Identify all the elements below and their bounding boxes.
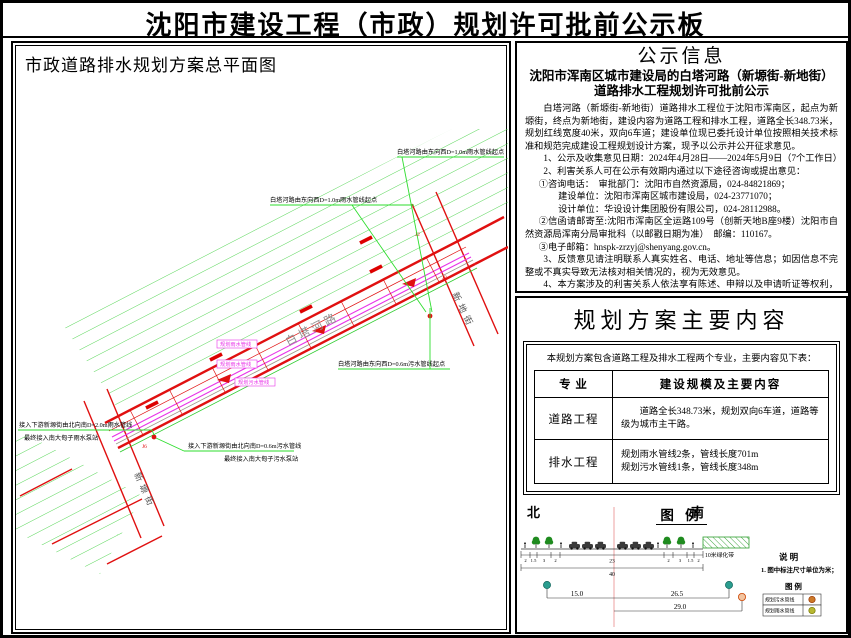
notice-paragraph: ③电子邮箱：hnspk-zrzyj@shenyang.gov.cn。 — [538, 241, 717, 252]
dimension-numbers-1: 2 1.5 3 2 23 2 3 1.5 2 — [524, 558, 700, 565]
sewage-marker — [737, 593, 746, 602]
callout-rain-out-2: 最终接入南大甸子雨水泵站 — [24, 434, 98, 442]
callout-sewage-start: 白塔河路由东向西D=0.6m污水管线起点 — [338, 360, 445, 368]
notice-paragraph: 1、公示及收集意见日期：2024年4月28日——2024年5月9日（7个工作日） — [543, 153, 842, 164]
plan-content-title: 规划方案主要内容 — [573, 308, 790, 333]
junction-label-j6: J6 — [142, 444, 147, 450]
plan-content-box: 规划方案主要内容 本规划方案包含道路工程及排水工程两个专业，主要内容见下表： 专… — [515, 296, 848, 634]
notice-paragraph: ①咨询电话： 审批部门：沈阳市自然资源局，024-84821869； — [538, 178, 790, 189]
notice-paragraph: ②信函请邮寄至:沈阳市浑南区全运路109号（创新天地B座9楼）沈阳市自然资源局浑… — [525, 216, 838, 239]
notice-subtitle-2: 道路排水工程规划许可批前公示 — [593, 84, 769, 98]
dimension-row-1 — [520, 551, 704, 558]
street-west — [19, 388, 165, 565]
callout-texts: 白塔河路由东向西D=1.0m雨水管线起点 白塔河路由东向西D=1.0m雨水管线起… — [19, 148, 504, 463]
junction-label-j2: J2 — [415, 232, 420, 238]
pipe-tag-sewage: 规划污水管线 — [238, 378, 269, 386]
red-dashes — [145, 235, 383, 410]
svg-text:1.5: 1.5 — [531, 558, 537, 563]
hatch-area-north — [64, 129, 508, 412]
dimension-row-3 — [546, 589, 743, 612]
road-ticks — [129, 256, 440, 436]
south-label: 南 — [691, 505, 704, 520]
legend-rain-dot — [808, 606, 816, 615]
legend-sewage-label: 规划污水管线 — [765, 597, 794, 604]
spec-col-specialty: 专 业 — [534, 370, 613, 398]
legend-sewage-dot — [808, 595, 816, 604]
spec-table-frame: 本规划方案包含道路工程及排水工程两个专业，主要内容见下表： 专 业 建设规模及主… — [523, 341, 840, 495]
mini-legend-table: 规划污水管线 规划雨水管线 — [762, 593, 822, 617]
svg-text:3: 3 — [679, 558, 682, 563]
callout-rain-north: 白塔河路由东向西D=1.0m雨水管线起点 — [397, 148, 504, 156]
dim-15: 15.0 — [571, 590, 584, 598]
dimension-row-2 — [520, 564, 704, 571]
spec-table: 专 业 建设规模及主要内容 道路工程 道路全长348.73米，规划双向6车道，道… — [534, 370, 829, 484]
legend-rain-label: 规划雨水管线 — [765, 608, 794, 615]
svg-text:1.5: 1.5 — [688, 558, 694, 563]
spec-col-content: 建设规模及主要内容 — [612, 370, 829, 398]
pipe-tag-rain2: 规划雨水管线 — [220, 360, 251, 368]
notice-paragraph: 2、利害关系人可在公示有效期内通过以下途径咨询或提出意见： — [543, 165, 806, 176]
notice-paragraph: 白塔河路（新塬街-新地街）道路排水工程位于沈阳市浑南区，起点为新塬街，终点为新地… — [525, 103, 838, 151]
row-road-label: 道路工程 — [534, 397, 613, 440]
road-cross-section: 北 南 10米绿化带 — [520, 505, 838, 627]
row-drainage-line: 规划污水管线1条，管线长度348m — [621, 462, 759, 473]
table-row: 排水工程 规划雨水管线2条，管线长度701m 规划污水管线1条，管线长度348m — [534, 439, 829, 484]
callout-sewage-out-2: 最终接入南大甸子污水泵站 — [224, 455, 298, 463]
svg-text:2: 2 — [667, 558, 670, 563]
callout-rain-out-1: 接入下游新塬街由北向南D=2.0m雨水管线 — [19, 421, 132, 429]
svg-text:23: 23 — [609, 559, 615, 565]
north-label: 北 — [527, 505, 540, 520]
row-road-content: 道路全长348.73米，规划双向6车道，道路等级为城市主干路。 — [612, 397, 829, 440]
notice-box: 公示信息 沈阳市浑南区城市建设局的白塔河路（新塬街-新地街） 道路排水工程规划许… — [515, 41, 848, 293]
notice-paragraph: 建设单位：沈阳市浑南区城市建设局，024-23771070； — [558, 191, 778, 202]
dim-26-5: 26.5 — [671, 590, 684, 598]
notice-title: 公示信息 — [637, 46, 726, 67]
tree-icon — [531, 536, 686, 549]
greenbelt-label: 10米绿化带 — [705, 551, 734, 559]
notice-subtitle-1: 沈阳市浑南区城市建设局的白塔河路（新塬街-新地街） — [529, 69, 834, 83]
sewage-pipeline — [113, 256, 472, 442]
site-plan-map: J2 J3 J6 规划雨水管线 规划雨水管线 规划污水管线 白塔河路 新地街 新… — [16, 129, 508, 574]
note-heading: 说 明 — [779, 552, 799, 562]
flow-arrows — [217, 278, 416, 383]
svg-text:2: 2 — [554, 558, 557, 563]
greenbelt-strip — [702, 536, 750, 549]
callout-sewage-out-1: 接入下游新塬街由北向南D=0.6m污水管线 — [188, 442, 301, 450]
callout-rain-south: 白塔河路由东向西D=1.0m雨水管线起点 — [270, 196, 377, 204]
table-row: 道路工程 道路全长348.73米，规划双向6车道，道路等级为城市主干路。 — [534, 397, 829, 440]
road-baitahe — [104, 215, 508, 453]
notice-paragraph: 3、反馈意见请注明联系人真实姓名、电话、地址等信息；如因信息不完整或不真实导致无… — [525, 254, 838, 277]
car-icon — [569, 541, 654, 550]
hatch-area-southwest — [16, 429, 142, 574]
row-road-line: 道路全长348.73米，规划双向6车道，道路等级为城市主干路。 — [621, 406, 819, 430]
pipe-tag-rain1: 规划雨水管线 — [220, 340, 251, 348]
total-width-label: 40 — [609, 572, 615, 578]
junction-markers: J2 J3 J6 — [142, 232, 447, 450]
title-divider — [3, 36, 848, 38]
legend-heading: 图 例 — [517, 504, 846, 525]
svg-text:2: 2 — [524, 558, 527, 563]
callout-leaders — [18, 156, 504, 452]
rain-marker-left — [543, 581, 551, 589]
board-title: 沈阳市建设工程（市政）规划许可批前公示板 — [145, 11, 706, 40]
notice-paragraph: 设计单位：华设设计集团股份有限公司，024-28112988。 — [558, 203, 786, 214]
row-drainage-line: 规划雨水管线2条，管线长度701m — [621, 449, 759, 460]
plan-title: 市政道路排水规划方案总平面图 — [25, 56, 277, 75]
svg-text:2: 2 — [697, 558, 700, 563]
row-drainage-content: 规划雨水管线2条，管线长度701m 规划污水管线1条，管线长度348m — [612, 439, 829, 484]
svg-text:3: 3 — [543, 558, 546, 563]
spec-table-intro: 本规划方案包含道路工程及排水工程两个专业，主要内容见下表： — [546, 354, 817, 364]
notice-paragraph: 4、本方案涉及的利害关系人依法享有陈述、申辩以及申请听证等权利，逾期未申请则视为… — [543, 279, 838, 290]
row-drainage-label: 排水工程 — [534, 439, 613, 484]
mini-legend-heading: 图 例 — [785, 581, 802, 591]
dim-29: 29.0 — [674, 603, 687, 611]
pipe-tags: 规划雨水管线 规划雨水管线 规划污水管线 — [216, 339, 276, 387]
site-plan-panel: J2 J3 J6 规划雨水管线 规划雨水管线 规划污水管线 白塔河路 新地街 新… — [11, 41, 511, 634]
rain-marker-right — [725, 581, 733, 589]
note-1: 1. 图中标注尺寸单位为米； — [761, 565, 838, 574]
junction-label-j3: J3 — [442, 275, 447, 281]
